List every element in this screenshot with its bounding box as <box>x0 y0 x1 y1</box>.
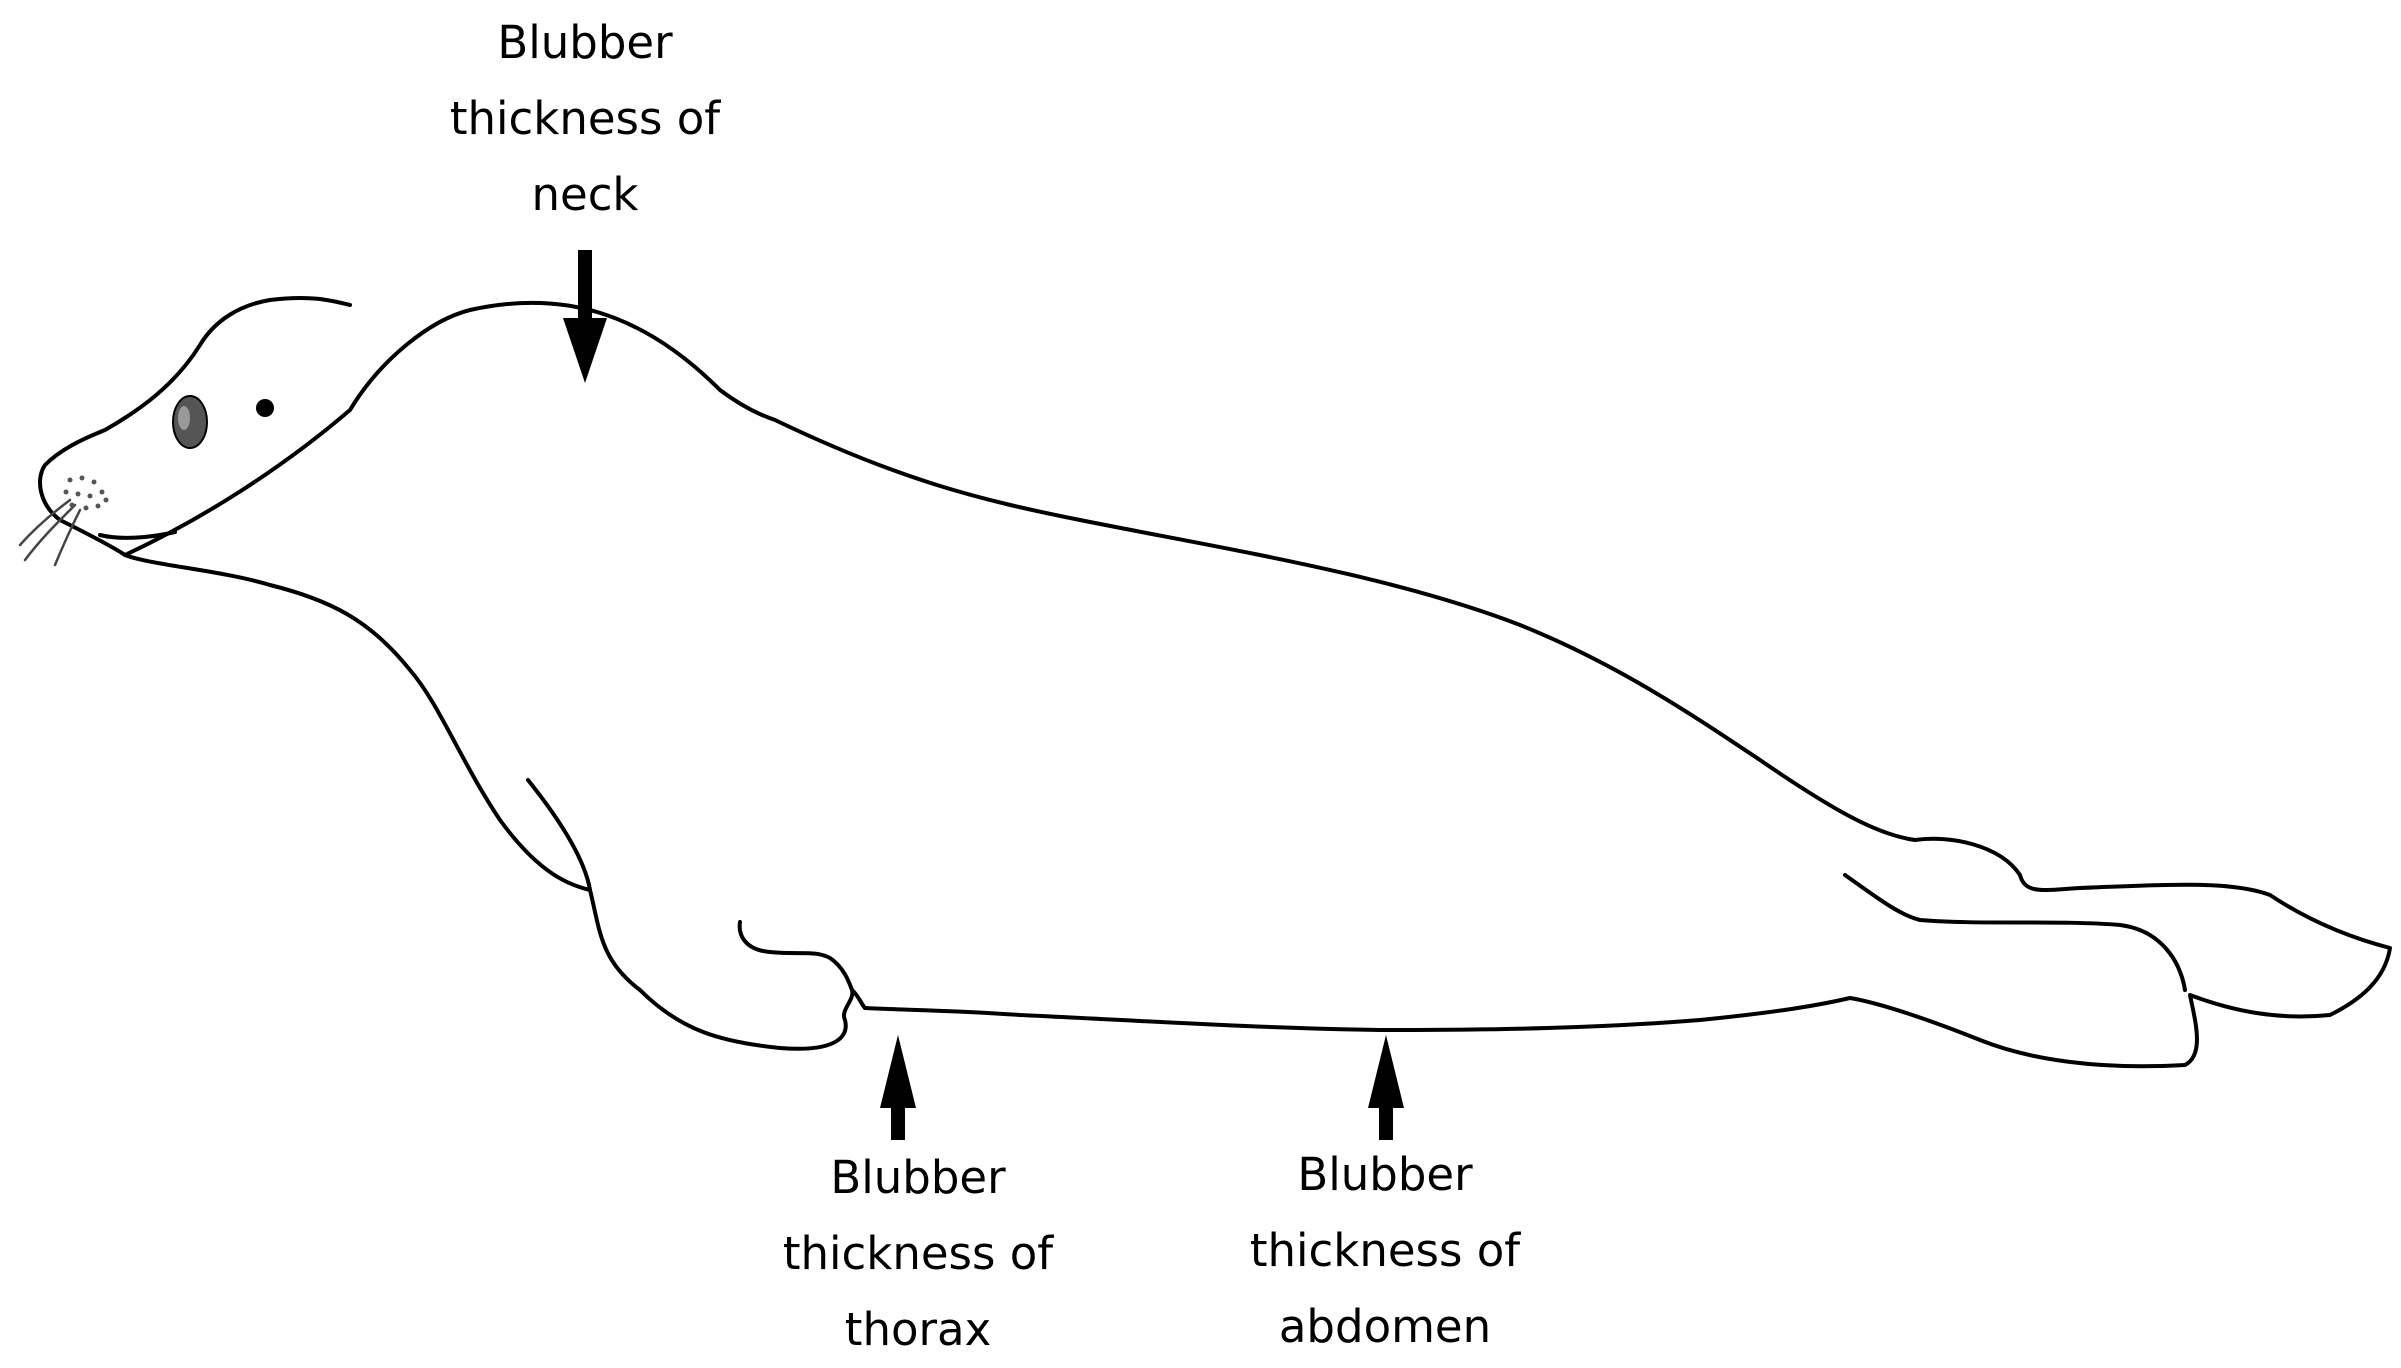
arrow-up-icon <box>880 1035 916 1140</box>
label-line: Blubber <box>830 1151 1006 1204</box>
seal-eye-icon <box>172 395 208 449</box>
arrow-up-icon <box>1368 1035 1404 1140</box>
label-thorax: Blubber thickness of thorax <box>708 1140 1128 1368</box>
arrow-down-icon <box>563 250 607 383</box>
label-line: thickness of <box>449 92 721 145</box>
label-line: thickness of <box>1249 1224 1521 1277</box>
hind-flipper-outline <box>1843 873 2187 992</box>
seal-chest-outline <box>123 553 855 1051</box>
label-line: Blubber <box>1297 1148 1473 1201</box>
whisker-line <box>23 503 77 562</box>
seal-ear-icon <box>256 399 274 417</box>
measurement-arrows <box>563 250 1404 1140</box>
label-neck: Blubber thickness of neck <box>375 5 795 233</box>
front-flipper-outline <box>737 920 867 1010</box>
seal-eye-highlight <box>178 406 190 430</box>
label-line: neck <box>531 168 639 221</box>
whisker-line <box>53 508 82 567</box>
label-line: thickness of <box>782 1227 1054 1280</box>
whisker-line <box>18 498 72 547</box>
seal-body-outline <box>123 300 2392 1069</box>
label-abdomen: Blubber thickness of abdomen <box>1175 1137 1595 1365</box>
whisker-pads <box>63 475 109 511</box>
label-line: Blubber <box>497 16 673 69</box>
label-line: abdomen <box>1278 1300 1492 1353</box>
arm-crease-line <box>526 778 592 892</box>
seal-mouth-line <box>98 530 177 540</box>
label-line: thorax <box>844 1303 992 1356</box>
